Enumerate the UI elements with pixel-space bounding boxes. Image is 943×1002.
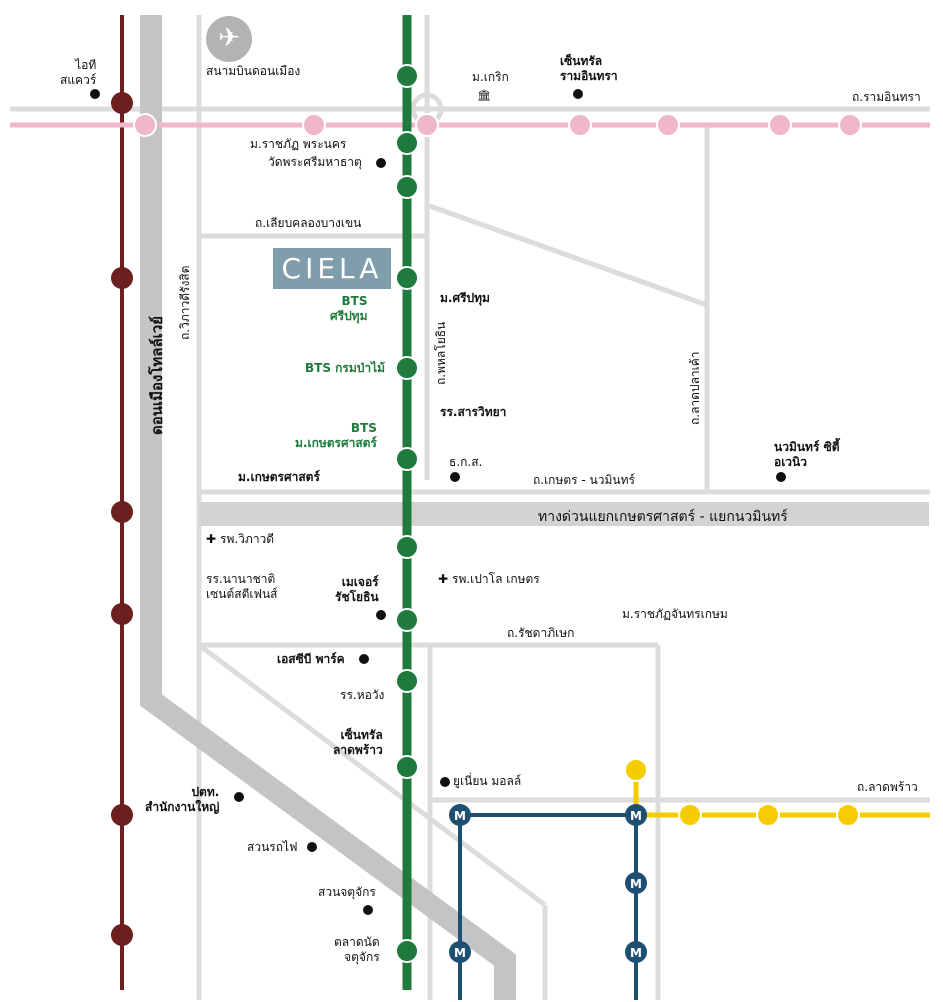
poi-dots [90,89,786,915]
label-lat-pla-khao-rd: ถ.ลาดปลาเค้า [688,351,702,425]
label-intl-school: รร.นานาชาติ เซนต์สตีเฟนส์ [206,572,278,601]
label-suan-rot-fai: สวนรถไฟ [247,840,298,854]
label-airport: สนามบินดอนเมือง [206,64,301,78]
label-vibharam-hospital: รพ.วิภาวดี [220,532,275,546]
label-ramindra-rd: ถ.รามอินทรา [852,90,921,104]
label-ptt-hq: ปตท. สำนักงานใหญ่ [145,785,220,814]
label-liap-khlong: ถ.เลียบคลองบางเขน [255,216,362,230]
label-wat-phra-sri: วัดพระศรีมหาธาตุ [268,155,362,169]
label-horwang-school: รร.หอวัง [340,688,385,702]
yellow-line-stations [624,758,860,827]
label-kaset-nawamin-rd: ถ.เกษตร - นวมินทร์ [533,473,635,487]
expressway-band [199,502,929,526]
hospital-cross-icon: ✚ [206,532,217,546]
tollway [140,15,516,1000]
label-chandrakasem-u: ม.ราชภัฏจันทรเกษม [622,607,728,621]
red-line-stations [111,92,133,946]
label-kasetsart-u: ม.เกษตรศาสตร์ [238,470,320,484]
label-chatuchak-market: ตลาดนัด จตุจักร [334,935,380,964]
label-expressway: ทางด่วนแยกเกษตรศาสตร์ - แยกนวมินทร์ [538,509,788,525]
label-suan-chatuchak: สวนจตุจักร [318,885,376,899]
label-kasem-u: ม.เกริก [472,70,509,84]
airplane-icon: ✈ [206,16,252,62]
hospital-cross-icon-2: ✚ [438,572,449,586]
label-bts-sripatum: BTS ศรีปทุม [330,294,368,323]
pink-line-stations [133,113,862,137]
label-bts-kasetsart: BTS ม.เกษตรศาสตร์ [295,421,377,450]
label-scb-park: เอสซีบี พาร์ค [277,652,345,666]
label-phaholyothin-rd: ถ.พหลโยธิน [434,321,448,385]
label-ratchada-rd: ถ.รัชดาภิเษก [507,626,575,640]
road-network [10,15,930,1000]
university-icon: 🏛 [477,89,491,102]
label-union-mall: ยูเนี่ยน มอลล์ [453,774,522,788]
svg-text:M: M [454,809,466,823]
label-ladprao-rd: ถ.ลาดพร้าว [857,780,918,794]
svg-text:M: M [630,946,642,960]
label-nawamin-city: นวมินทร์ ซิตี้ อเวนิว [774,440,840,469]
label-tollway: ดอนเมืองโทลล์เวย์ [148,315,166,435]
label-bts-royal-forest: BTS กรมป่าไม้ [305,361,386,375]
project-logo: CIELA [273,248,391,289]
bts-stations [395,64,419,963]
label-paolo-kaset: รพ.เปาโล เกษตร [452,572,540,586]
label-sarawittaya: รร.สารวิทยา [440,405,507,419]
svg-text:M: M [454,946,466,960]
label-major-ratchayothin: เมเจอร์ รัชโยธิน [335,575,379,604]
svg-text:M: M [630,809,642,823]
label-rajabhat-phranakhon: ม.ราชภัฏ พระนคร [250,137,347,151]
diagonal-road [426,202,708,308]
label-baac: ธ.ก.ส. [449,455,483,469]
blue-line [458,813,638,1000]
label-sripatum-u: ม.ศรีปทุม [440,291,490,305]
label-vibhavadi-rd: ถ.วิภาวดีรังสิต [178,265,192,340]
mrt-stations: M M M M M [449,804,647,963]
label-central-ladprao: เซ็นทรัล ลาดพร้าว [333,728,383,757]
svg-text:M: M [630,877,642,891]
label-central-ramindra: เซ็นทรัล รามอินทรา [560,54,618,83]
diag-road-south [197,643,547,907]
label-it-square: ไอที สแควร์ [60,58,97,87]
